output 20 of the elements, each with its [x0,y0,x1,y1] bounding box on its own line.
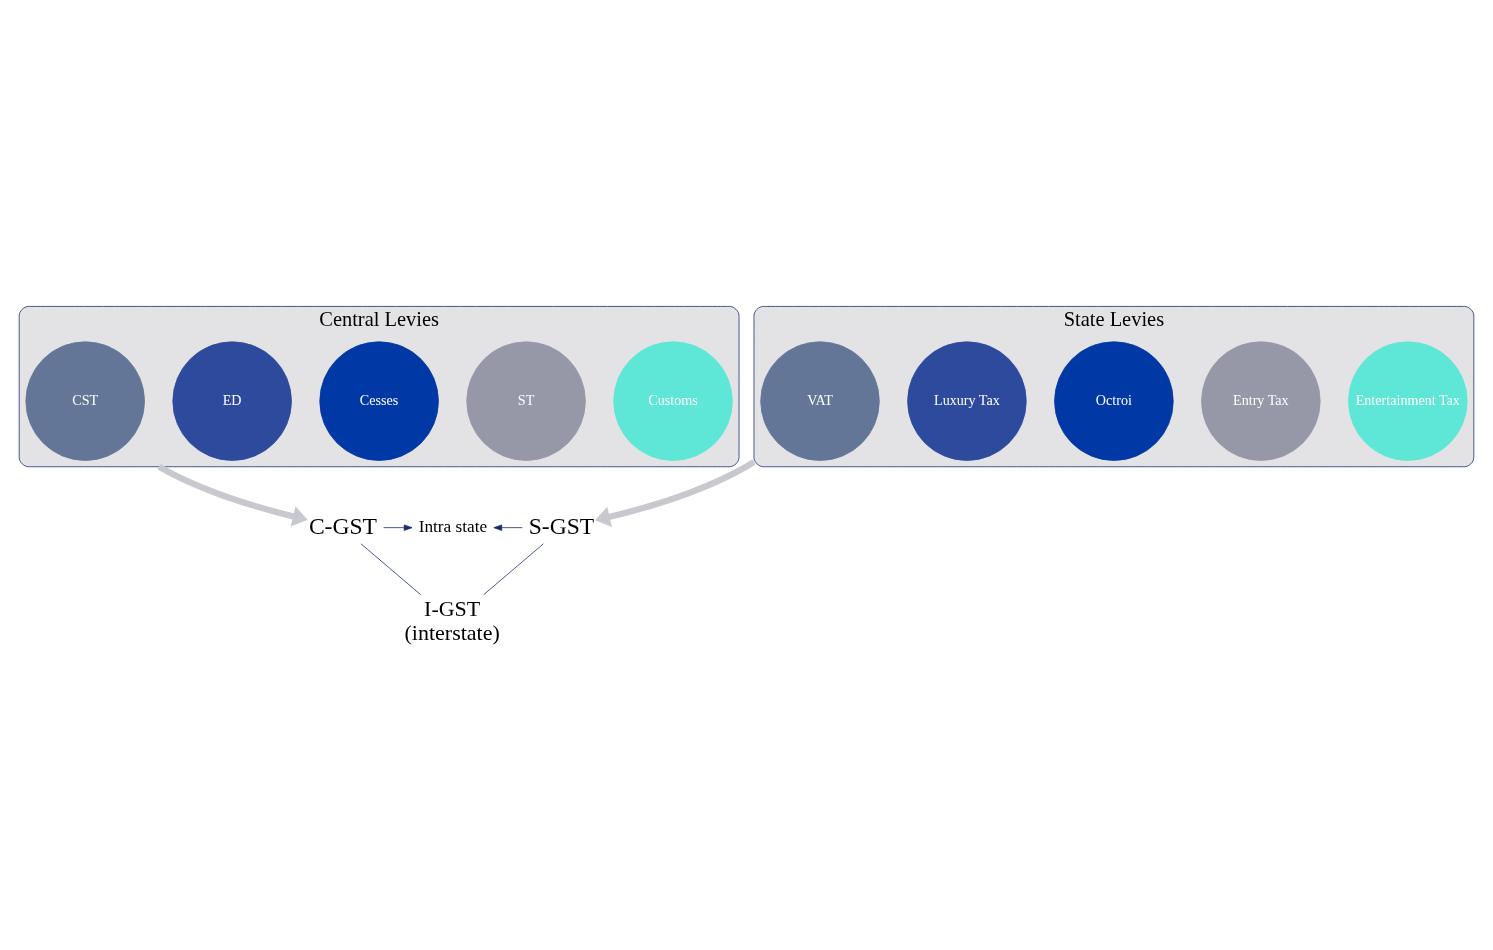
node-circle: ST [466,341,586,461]
arrow [157,464,308,527]
node-circle: ED [172,341,292,461]
node-circle: VAT [760,341,880,461]
arrow [493,524,523,531]
node-text: Intra state [418,517,488,537]
arrow [383,524,413,531]
node-circle: Customs [613,341,733,461]
arrow [595,459,756,528]
node-circle: CST [25,341,145,461]
node-text: C-GST [308,512,377,539]
node-circle: Entertainment Tax [1348,341,1468,461]
node-circle: Octroi [1054,341,1174,461]
connector [483,543,544,596]
node-circle: Cesses [319,341,439,461]
connector [360,543,422,596]
node-circle: Entry Tax [1201,341,1321,461]
node-text: I-GST (interstate) [404,595,500,645]
node-circle: Luxury Tax [907,341,1027,461]
node-text: S-GST [528,512,595,539]
